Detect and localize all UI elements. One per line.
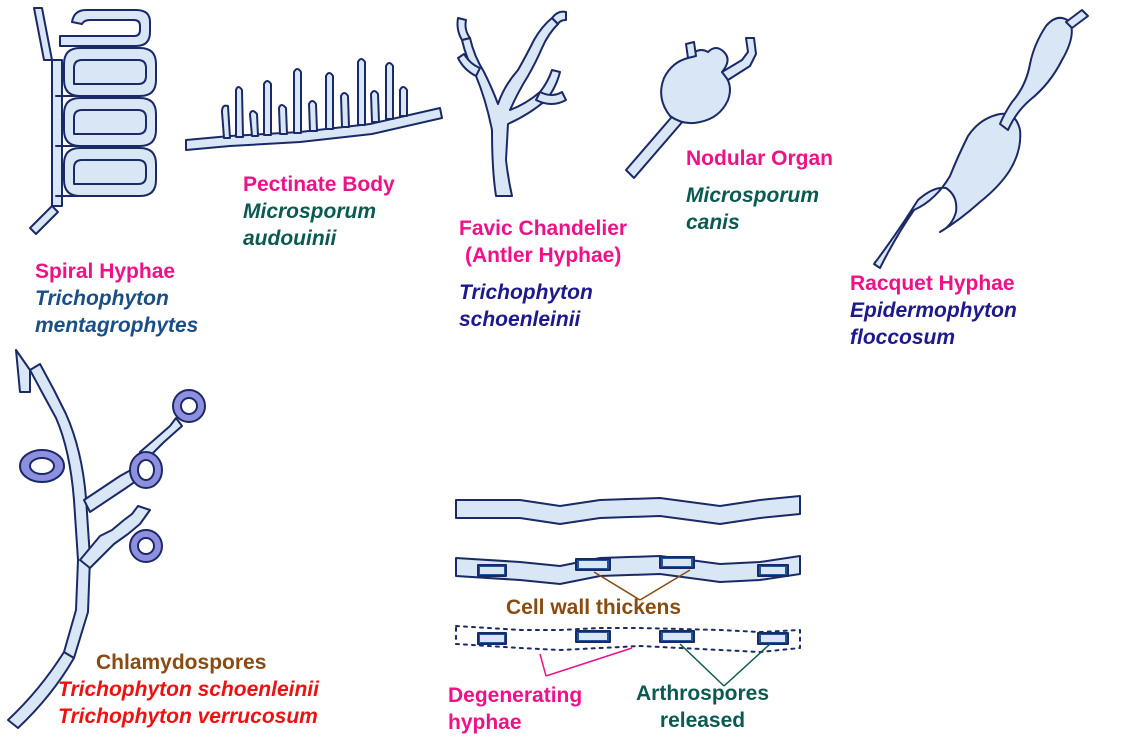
pectinate-body-drawing (186, 59, 442, 150)
racquet-hyphae-species-line-1: Epidermophyton (850, 297, 1017, 324)
chlamydospores-label: Chlamydospores (96, 649, 266, 676)
chlamydospores-species-line-2: Trichophyton verrucosum (58, 703, 319, 730)
nodular-organ-species-line-2: canis (686, 209, 833, 236)
arthrospore-drawing (456, 496, 800, 652)
pectinate-body-name: Pectinate Body (243, 171, 395, 198)
favic-chandelier-species-line-1: Trichophyton (459, 279, 627, 306)
spiral-hyphae-drawing (30, 8, 156, 234)
pectinate-body-species-line-2: audouinii (243, 225, 395, 252)
arthrospores-released-line-2: released (636, 707, 769, 734)
racquet-hyphae-name: Racquet Hyphae (850, 270, 1017, 297)
favic-chandelier-label: Favic Chandelier (Antler Hyphae) Trichop… (459, 215, 627, 333)
nodular-organ-species-line-1: Microsporum (686, 182, 833, 209)
degenerating-hyphae-line-1: Degenerating (448, 682, 582, 709)
spiral-hyphae-species-line-2: mentagrophytes (35, 312, 198, 339)
spiral-hyphae-label: Spiral Hyphae Trichophyton mentagrophyte… (35, 258, 198, 339)
chlamydospores-species-line-1: Trichophyton schoenleinii (58, 676, 319, 703)
spiral-hyphae-name: Spiral Hyphae (35, 258, 198, 285)
favic-chandelier-alt-name: (Antler Hyphae) (459, 242, 627, 269)
nodular-organ-name: Nodular Organ (686, 145, 833, 172)
chlamydospores-species: Trichophyton schoenleinii Trichophyton v… (58, 676, 319, 730)
chlamydospores-name: Chlamydospores (96, 649, 266, 676)
racquet-hyphae-drawing (874, 10, 1088, 268)
favic-chandelier-species-line-2: schoenleinii (459, 306, 627, 333)
pectinate-body-label: Pectinate Body Microsporum audouinii (243, 171, 395, 252)
degenerating-hyphae-label: Degenerating hyphae (448, 682, 582, 736)
pectinate-body-species-line-1: Microsporum (243, 198, 395, 225)
cell-wall-thickens-label: Cell wall thickens (506, 594, 681, 621)
spiral-hyphae-species-line-1: Trichophyton (35, 285, 198, 312)
favic-chandelier-name: Favic Chandelier (459, 215, 627, 242)
arthrospores-released-label: Arthrospores released (636, 680, 769, 734)
degenerating-hyphae-line-2: hyphae (448, 709, 582, 736)
nodular-organ-label: Nodular Organ Microsporum canis (686, 145, 833, 236)
favic-chandelier-drawing (458, 12, 567, 196)
racquet-hyphae-species-line-2: floccosum (850, 324, 1017, 351)
racquet-hyphae-label: Racquet Hyphae Epidermophyton floccosum (850, 270, 1017, 351)
arthrospores-released-line-1: Arthrospores (636, 680, 769, 707)
